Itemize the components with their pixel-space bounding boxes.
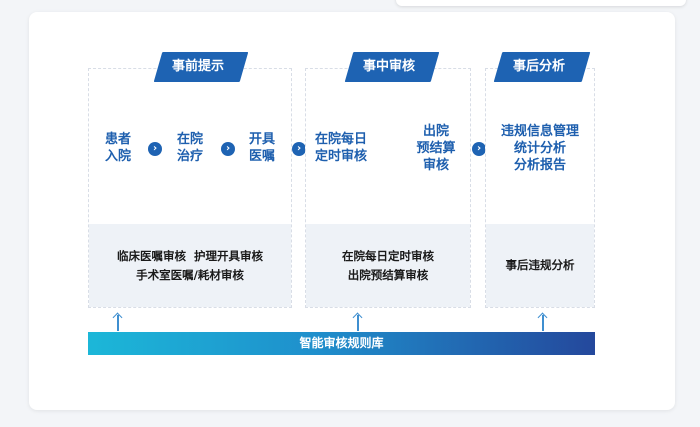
phase-panel-post: 事后违规分析: [485, 68, 595, 308]
step-text: 违规信息管理: [500, 124, 579, 139]
bottom-text: 事后违规分析: [505, 258, 575, 272]
step-text: 审核: [422, 158, 449, 173]
step-text: 医嘱: [248, 149, 275, 164]
phase-bottom-pre: 临床医嘱审核 护理开具审核 手术室医嘱/耗材审核: [89, 224, 291, 307]
step-text: 开具: [248, 132, 275, 147]
phase-bottom-mid: 在院每日定时审核 出院预结算审核: [306, 224, 470, 307]
step-patient-admission: 患者 入院: [98, 131, 138, 165]
step-text: 入院: [104, 149, 131, 164]
up-arrow-icon: [113, 313, 123, 331]
top-popup-edge: [396, 0, 686, 6]
step-text: 治疗: [176, 149, 203, 164]
up-arrow-icon: [538, 313, 548, 331]
step-text: 患者: [104, 132, 131, 147]
step-text: 定时审核: [314, 149, 367, 164]
arrow-right-icon: ›: [221, 142, 235, 156]
phase-title: 事前提示: [171, 59, 224, 74]
up-arrow-icon: [353, 313, 363, 331]
phase-title: 事后分析: [512, 59, 565, 74]
step-text: 统计分析: [513, 141, 566, 156]
phase-bottom-post: 事后违规分析: [486, 224, 594, 307]
step-text: 出院: [422, 124, 449, 139]
step-issue-orders: 开具 医嘱: [242, 131, 282, 165]
rule-library-bar: 智能审核规则库: [88, 332, 595, 355]
step-text: 分析报告: [513, 158, 566, 173]
phase-panel-pre: 临床医嘱审核 护理开具审核 手术室医嘱/耗材审核: [88, 68, 292, 308]
bottom-text: 出院预结算审核: [347, 267, 429, 282]
phase-title: 事中审核: [362, 59, 415, 74]
bottom-text: 临床医嘱审核 护理开具审核: [116, 248, 263, 263]
step-discharge-settlement: 出院 预结算 审核: [405, 123, 467, 174]
bottom-text: 手术室医嘱/耗材审核: [136, 267, 244, 282]
step-in-hospital-treatment: 在院 治疗: [170, 131, 210, 165]
arrow-right-icon: ›: [292, 142, 306, 156]
arrow-right-icon: ›: [472, 142, 486, 156]
phase-panel-mid: 在院每日定时审核 出院预结算审核: [305, 68, 471, 308]
step-text: 预结算: [416, 141, 456, 156]
step-text: 在院每日: [314, 132, 367, 147]
step-violation-analysis: 违规信息管理 统计分析 分析报告: [490, 123, 590, 174]
step-text: 在院: [176, 132, 203, 147]
step-daily-audit: 在院每日 定时审核: [310, 131, 372, 165]
bottom-text: 在院每日定时审核: [342, 248, 434, 263]
arrow-right-icon: ›: [148, 142, 162, 156]
